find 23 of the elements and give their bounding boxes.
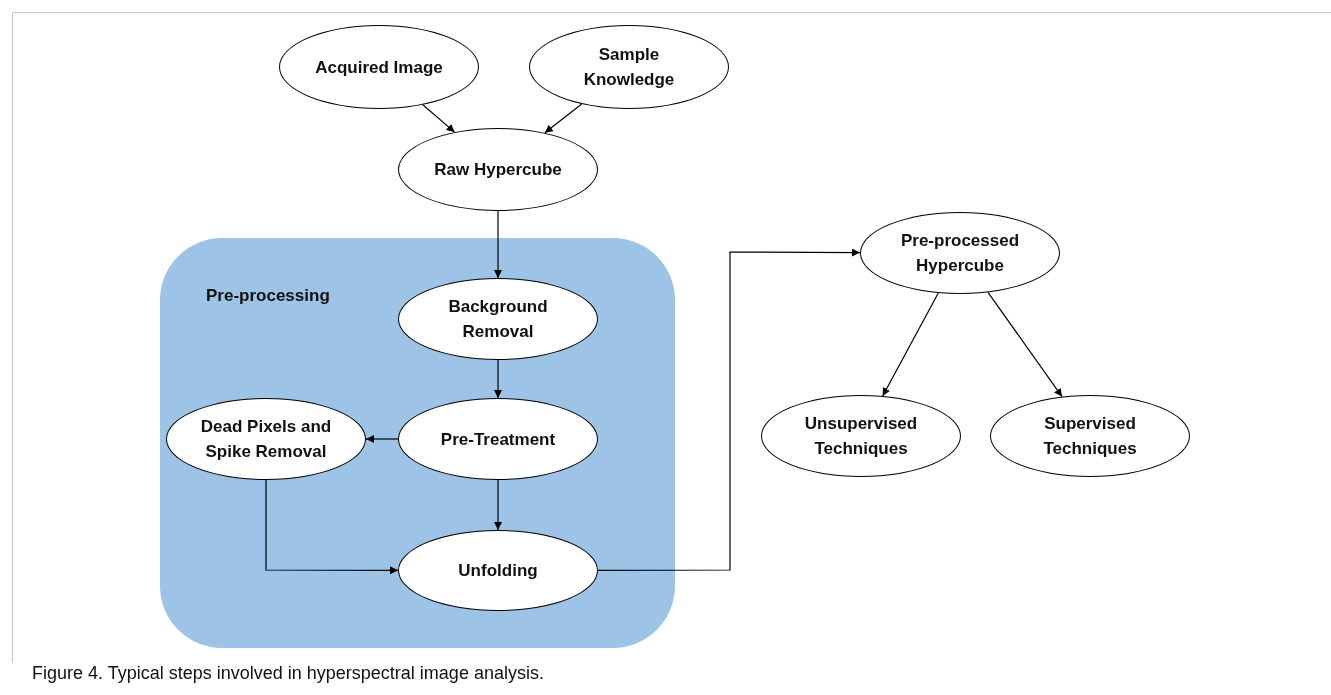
arrow xyxy=(494,479,502,531)
node-label: Sample Knowledge xyxy=(582,44,676,91)
arrow xyxy=(494,359,502,399)
node-label: Unsupervised Techniques xyxy=(803,413,919,460)
arrow xyxy=(597,248,861,571)
node-label: Unfolding xyxy=(458,560,538,582)
node-label: Pre-processed Hypercube xyxy=(899,230,1021,277)
group-title: Pre-processing xyxy=(206,286,330,306)
node-label: Background Removal xyxy=(447,296,549,343)
arrow xyxy=(265,479,399,575)
arrow xyxy=(494,210,502,279)
node-label: Acquired Image xyxy=(315,56,443,79)
arrow xyxy=(365,435,399,443)
figure-caption: Figure 4. Typical steps involved in hyperspectral image analysis. xyxy=(32,663,544,684)
arrow xyxy=(882,292,939,397)
node-label: Dead Pixels and Spike Removal xyxy=(199,416,333,463)
arrow xyxy=(987,291,1063,398)
node-label: Supervised Techniques xyxy=(1042,413,1138,460)
arrow xyxy=(544,103,583,134)
node-label: Pre-Treatment xyxy=(440,428,556,451)
node-label: Raw Hypercube xyxy=(434,159,562,181)
arrow xyxy=(422,104,456,133)
group-panel xyxy=(160,238,675,648)
